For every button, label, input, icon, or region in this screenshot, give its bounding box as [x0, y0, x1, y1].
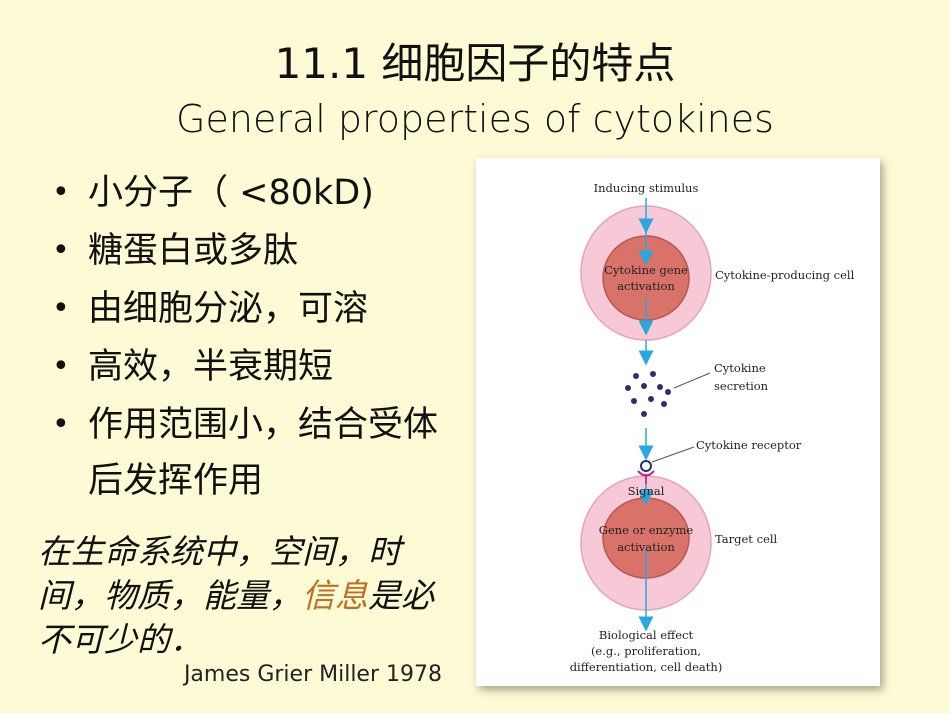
- cytokine-diagram-svg: Inducing stimulus Cytokine gene activati…: [570, 181, 855, 674]
- label-effect-2: (e.g., proliferation,: [591, 644, 701, 658]
- label-gene-activation-1: Cytokine gene: [604, 263, 688, 277]
- label-gene-activation-2: activation: [617, 279, 675, 293]
- quote-part: 在生命系统中，空间，时间，物质，能量，: [38, 532, 401, 615]
- bullet-item: • 作用范围小，结合受体后发挥作用: [50, 397, 450, 509]
- bullet-dot-icon: •: [52, 233, 70, 268]
- bullet-text: 高效，半衰期短: [88, 347, 334, 387]
- bullet-item: • 糖蛋白或多肽: [50, 223, 450, 279]
- label-target-gene-2: activation: [617, 540, 675, 554]
- label-signal: Signal: [628, 484, 665, 498]
- bullet-text: 小分子（ <80kD): [88, 173, 374, 213]
- bullet-text: 糖蛋白或多肽: [88, 231, 299, 271]
- quote-author: James Grier Miller 1978: [183, 662, 442, 687]
- label-producing-cell: Cytokine-producing cell: [715, 268, 855, 282]
- label-receptor: Cytokine receptor: [696, 438, 802, 452]
- pointer-line-receptor: [651, 446, 695, 463]
- cytokine-receptor-icon: [637, 460, 655, 484]
- quote-highlight: 信息: [302, 576, 368, 615]
- label-effect-3: differentiation, cell death): [570, 660, 723, 674]
- pointer-line-secretion: [673, 372, 711, 389]
- bullet-text: 作用范围小，结合受体后发挥作用: [88, 405, 439, 501]
- label-target-gene-1: Gene or enzyme: [599, 523, 694, 537]
- bullet-item: • 小分子（ <80kD): [50, 165, 450, 221]
- bullet-item: • 由细胞分泌，可溶: [50, 281, 450, 337]
- bullet-dot-icon: •: [52, 349, 70, 384]
- quote-text: 在生命系统中，空间，时间，物质，能量，信息是必不可少的．: [38, 530, 448, 662]
- cytokine-diagram: Inducing stimulus Cytokine gene activati…: [476, 158, 880, 686]
- label-inducing-stimulus: Inducing stimulus: [594, 181, 699, 195]
- quote-part: 是必不可少的．: [38, 576, 434, 659]
- bullet-list: •小分子（ <80kD) •糖蛋白或多肽 •由细胞分泌，可溶 •高效，半衰期短 …: [50, 165, 450, 511]
- page-title-english: General properties of cytokines: [176, 97, 774, 141]
- label-secretion-1: Cytokine: [714, 361, 766, 375]
- bullet-dot-icon: •: [52, 407, 70, 442]
- bullet-dot-icon: •: [52, 291, 70, 326]
- label-effect-1: Biological effect: [599, 628, 694, 642]
- bullet-dot-icon: •: [52, 175, 70, 210]
- bullet-text: 由细胞分泌，可溶: [88, 289, 369, 329]
- bullet-item: • 高效，半衰期短: [50, 339, 450, 395]
- label-secretion-2: secretion: [714, 379, 769, 393]
- cytokine-dots: [625, 371, 671, 417]
- label-target-cell: Target cell: [715, 532, 777, 546]
- page-title-chinese: 11.1 细胞因子的特点: [274, 39, 676, 88]
